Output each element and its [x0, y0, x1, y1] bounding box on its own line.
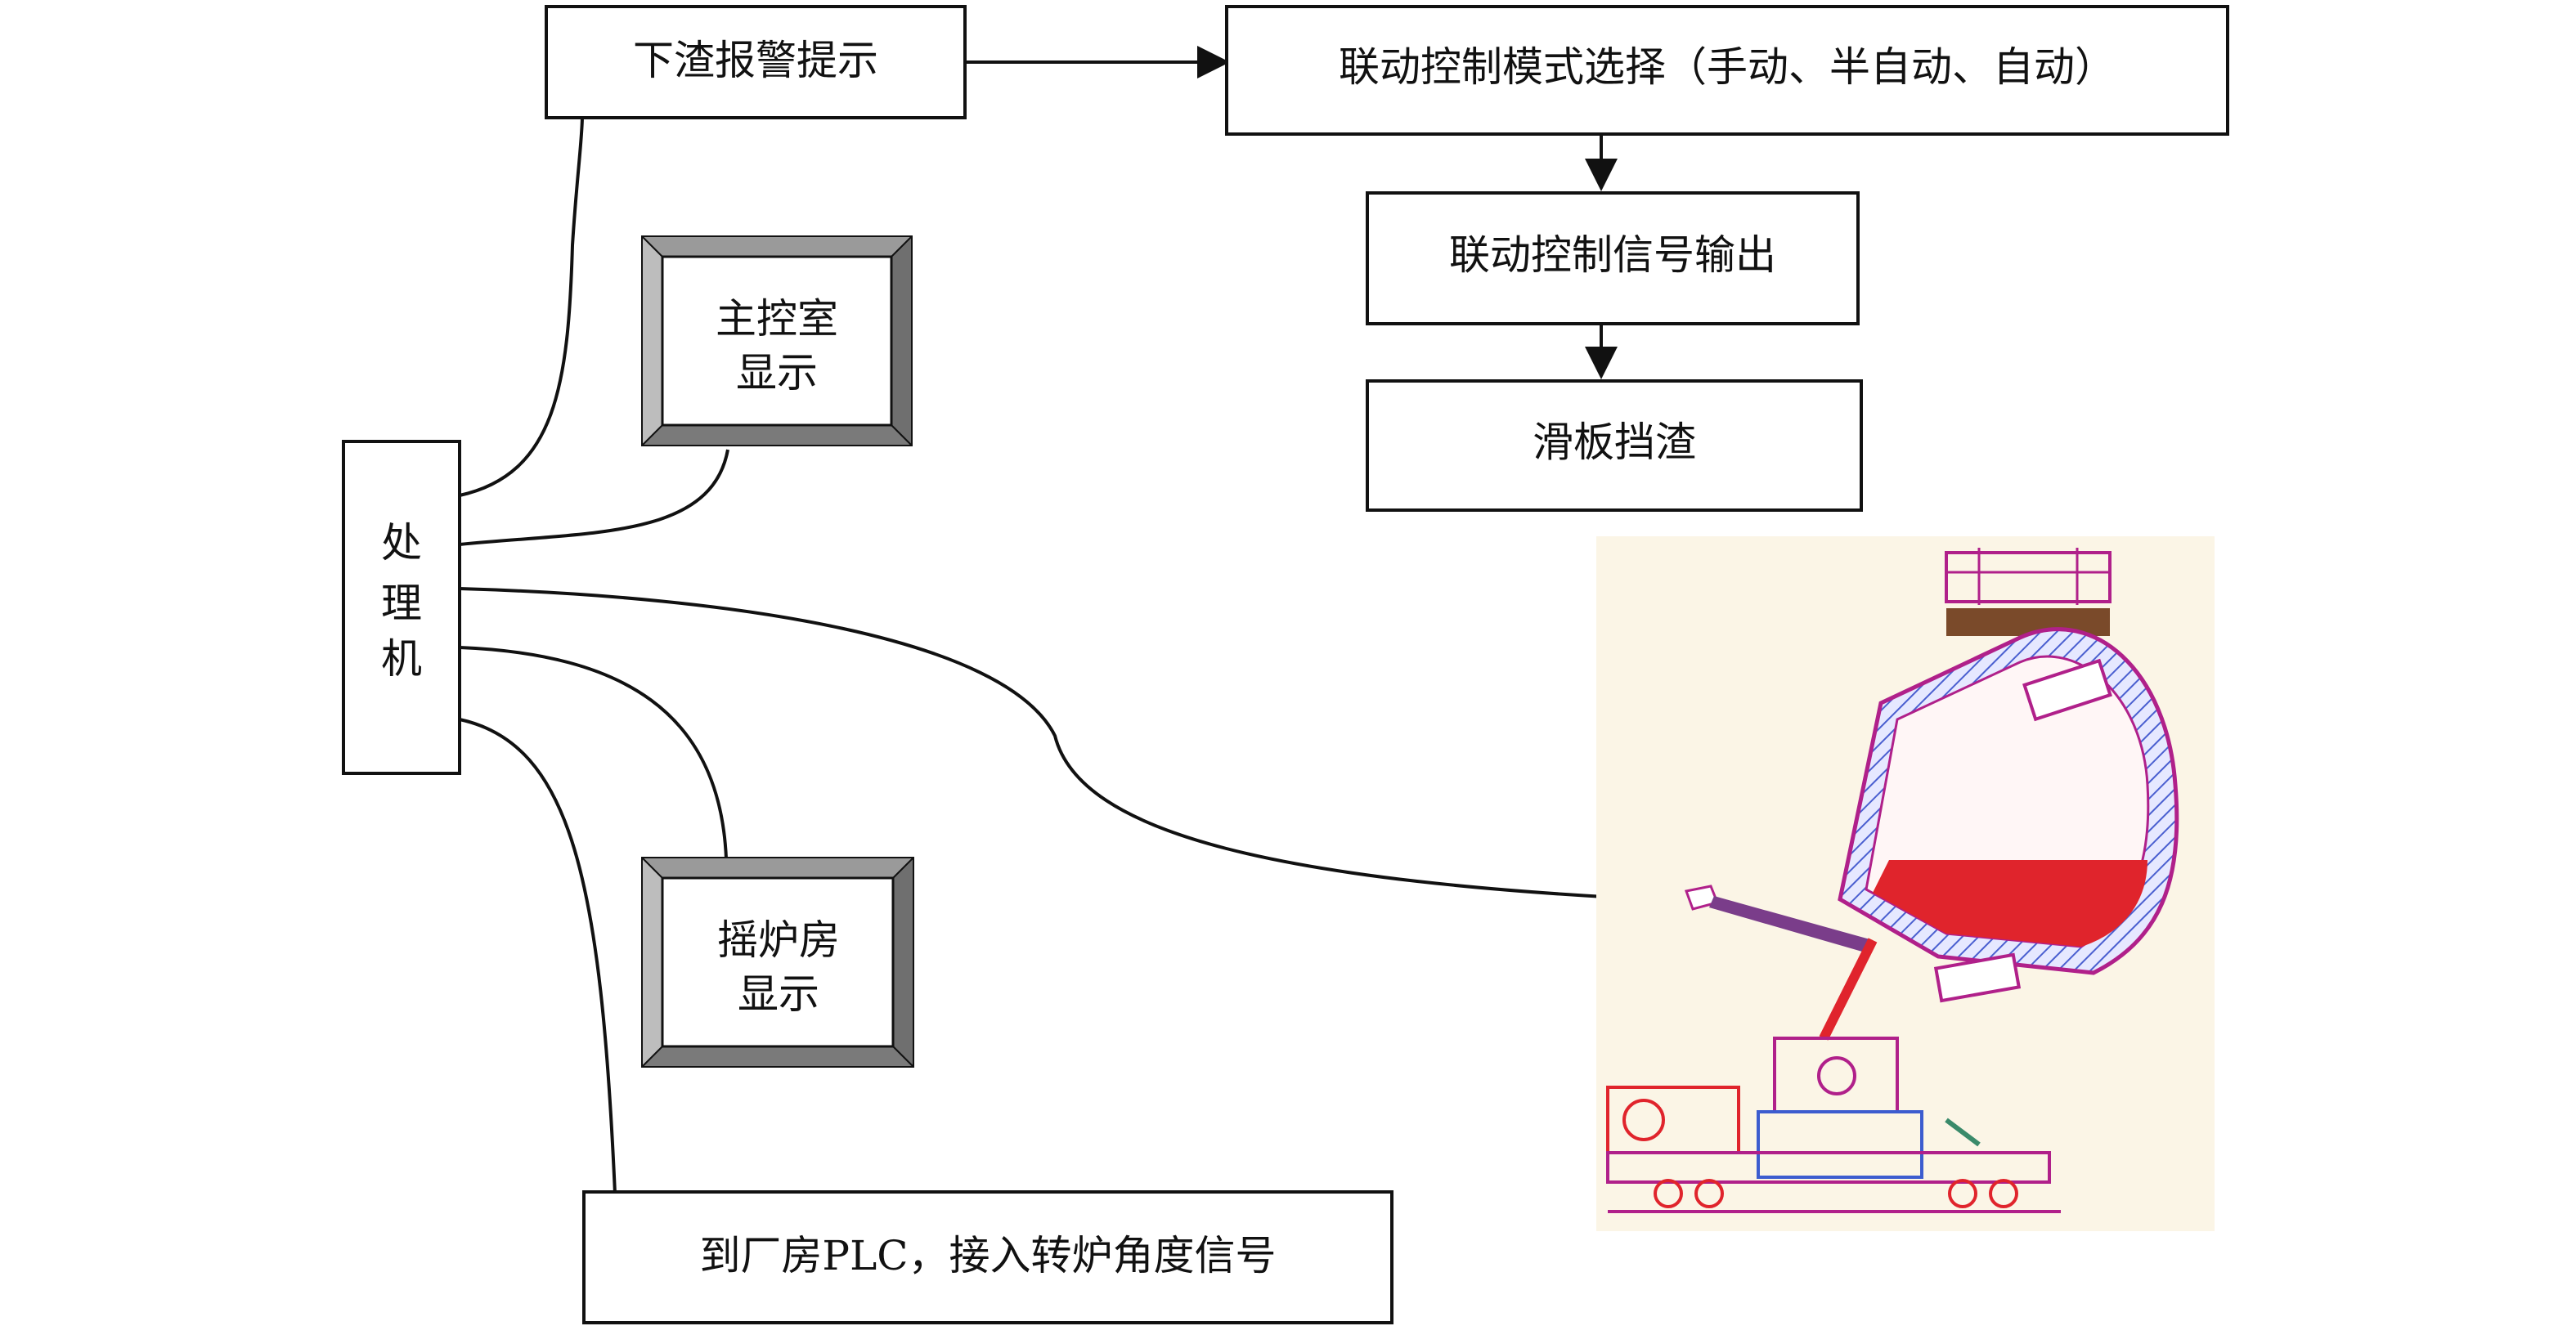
- mode-select-label: 联动控制模式选择（手动、半自动、自动）: [1339, 43, 2116, 91]
- link-processor-plc: [459, 718, 617, 1194]
- slide-gate-box: 滑板挡渣: [1366, 379, 1863, 512]
- link-processor-alarm: [459, 115, 584, 497]
- molten-steel: [1873, 860, 2147, 947]
- slag-alarm-label: 下渣报警提示: [633, 37, 878, 84]
- mode-select-box: 联动控制模式选择（手动、半自动、自动）: [1225, 5, 2229, 136]
- slide-gate-label: 滑板挡渣: [1533, 419, 1696, 466]
- link-processor-furnace-display: [459, 646, 728, 859]
- main-control-display-box: 主控室 显示: [641, 235, 913, 446]
- processor-label-3: 机: [381, 635, 422, 683]
- main-control-display-label-1: 主控室: [716, 295, 838, 343]
- slag-detector-icon: [1684, 885, 1878, 1041]
- processor-label-2: 理: [381, 580, 422, 627]
- converter-drawing: [1596, 536, 2215, 1231]
- link-processor-main-display: [459, 449, 729, 546]
- plant-plc-label: 到厂房PLC，接入转炉角度信号: [699, 1232, 1276, 1279]
- processor-label-1: 处: [381, 519, 422, 567]
- signal-output-label: 联动控制信号输出: [1449, 231, 1776, 279]
- link-processor-converter: [459, 587, 1685, 903]
- furnace-room-display-box: 摇炉房 显示: [641, 857, 914, 1068]
- furnace-room-display-label-1: 摇炉房: [717, 916, 840, 964]
- ladle-car-icon: [1606, 1037, 2061, 1213]
- connector-lines: [459, 46, 1685, 1194]
- processor-box: 处 理 机: [342, 440, 461, 775]
- plant-plc-box: 到厂房PLC，接入转炉角度信号: [582, 1190, 1393, 1324]
- converter-vessel-icon: [1838, 627, 2179, 1003]
- furnace-room-display-label-2: 显示: [738, 970, 819, 1018]
- signal-output-box: 联动控制信号输出: [1366, 191, 1860, 325]
- main-control-display-label-2: 显示: [736, 349, 818, 396]
- slag-alarm-box: 下渣报警提示: [545, 5, 967, 119]
